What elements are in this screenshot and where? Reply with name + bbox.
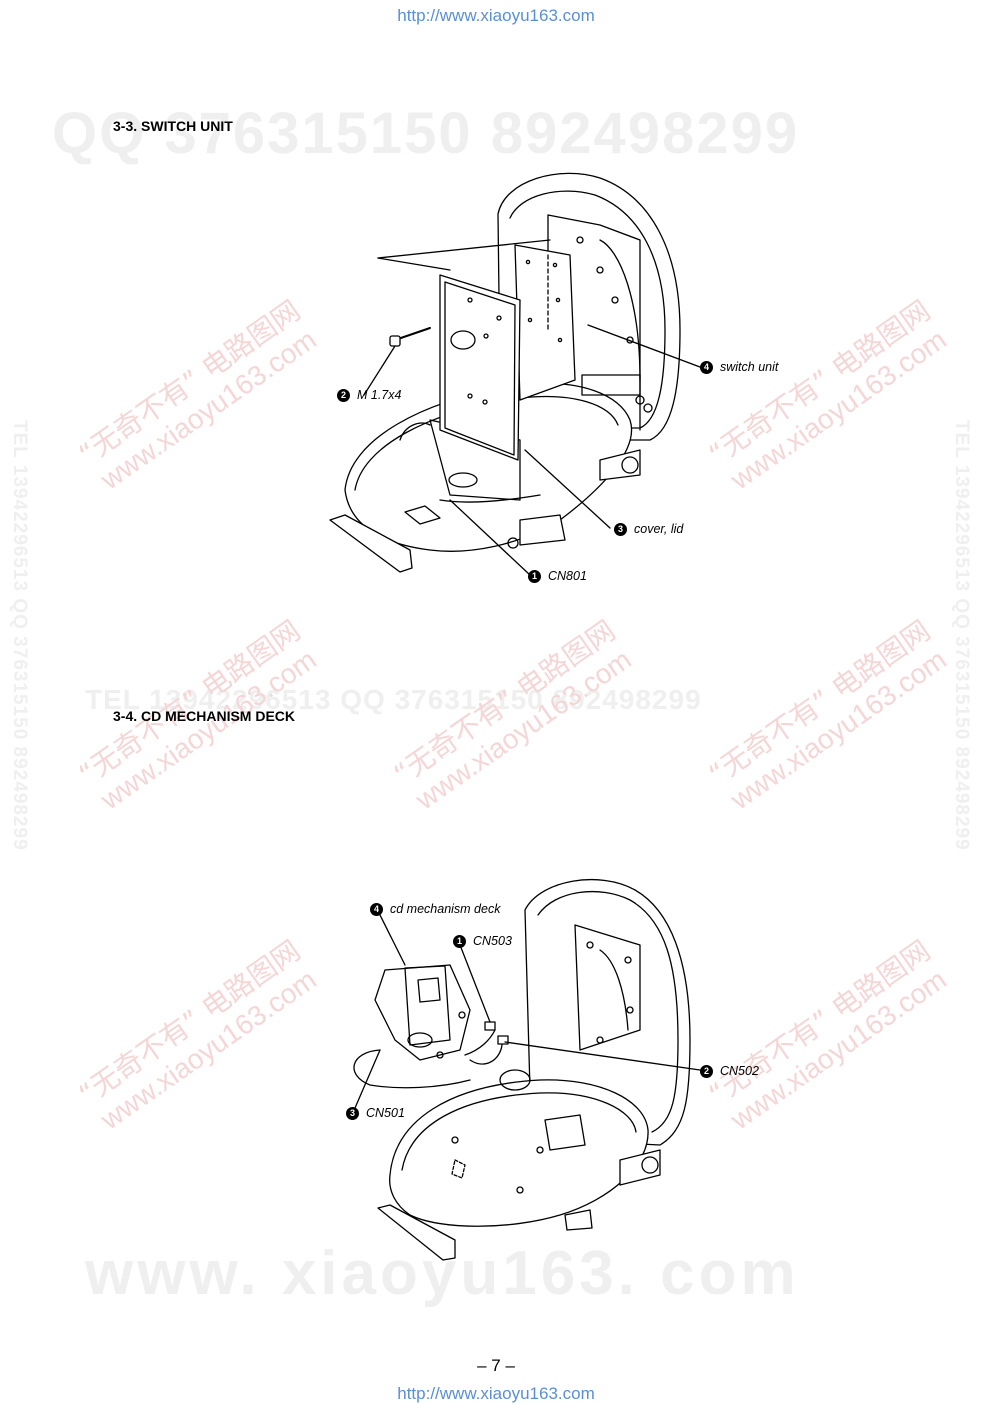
- label-cover-lid: 3 cover, lid: [614, 522, 683, 536]
- section-title-cd-mechanism-deck: 3-4. CD MECHANISM DECK: [113, 708, 296, 724]
- label-text: M 1.7x4: [357, 388, 402, 402]
- label-cn801: 1 CN801: [528, 569, 587, 583]
- label-text: CN501: [366, 1106, 405, 1120]
- callout-number: 2: [337, 388, 350, 402]
- label-text: CN502: [720, 1064, 759, 1078]
- callout-number: 4: [370, 902, 383, 916]
- label-text: CN503: [473, 934, 512, 948]
- label-text: cover, lid: [634, 522, 684, 536]
- callout-number: 3: [346, 1106, 359, 1120]
- callout-number: 3: [614, 522, 627, 536]
- callout-number: 1: [528, 569, 541, 583]
- label-switch-unit: 4 switch unit: [700, 360, 778, 374]
- label-cn501: 3 CN501: [346, 1106, 405, 1120]
- page-number: – 7 –: [477, 1356, 515, 1375]
- callout-number: 2: [700, 1064, 713, 1078]
- label-screw: 2 M 1.7x4: [337, 388, 401, 402]
- label-cn503: 1 CN503: [453, 934, 512, 948]
- switch-unit-illustration: [329, 172, 701, 576]
- label-text: cd mechanism deck: [390, 902, 501, 916]
- callout-number: 4: [700, 360, 713, 374]
- callout-number: 1: [453, 934, 466, 948]
- footer-url[interactable]: http://www.xiaoyu163.com: [397, 1384, 595, 1403]
- section-title-switch-unit: 3-3. SWITCH UNIT: [113, 118, 233, 134]
- label-text: switch unit: [720, 360, 779, 374]
- header-url[interactable]: http://www.xiaoyu163.com: [397, 6, 595, 25]
- label-text: CN801: [548, 569, 587, 583]
- label-cn502: 2 CN502: [700, 1064, 759, 1078]
- label-cd-mechanism-deck: 4 cd mechanism deck: [370, 902, 500, 916]
